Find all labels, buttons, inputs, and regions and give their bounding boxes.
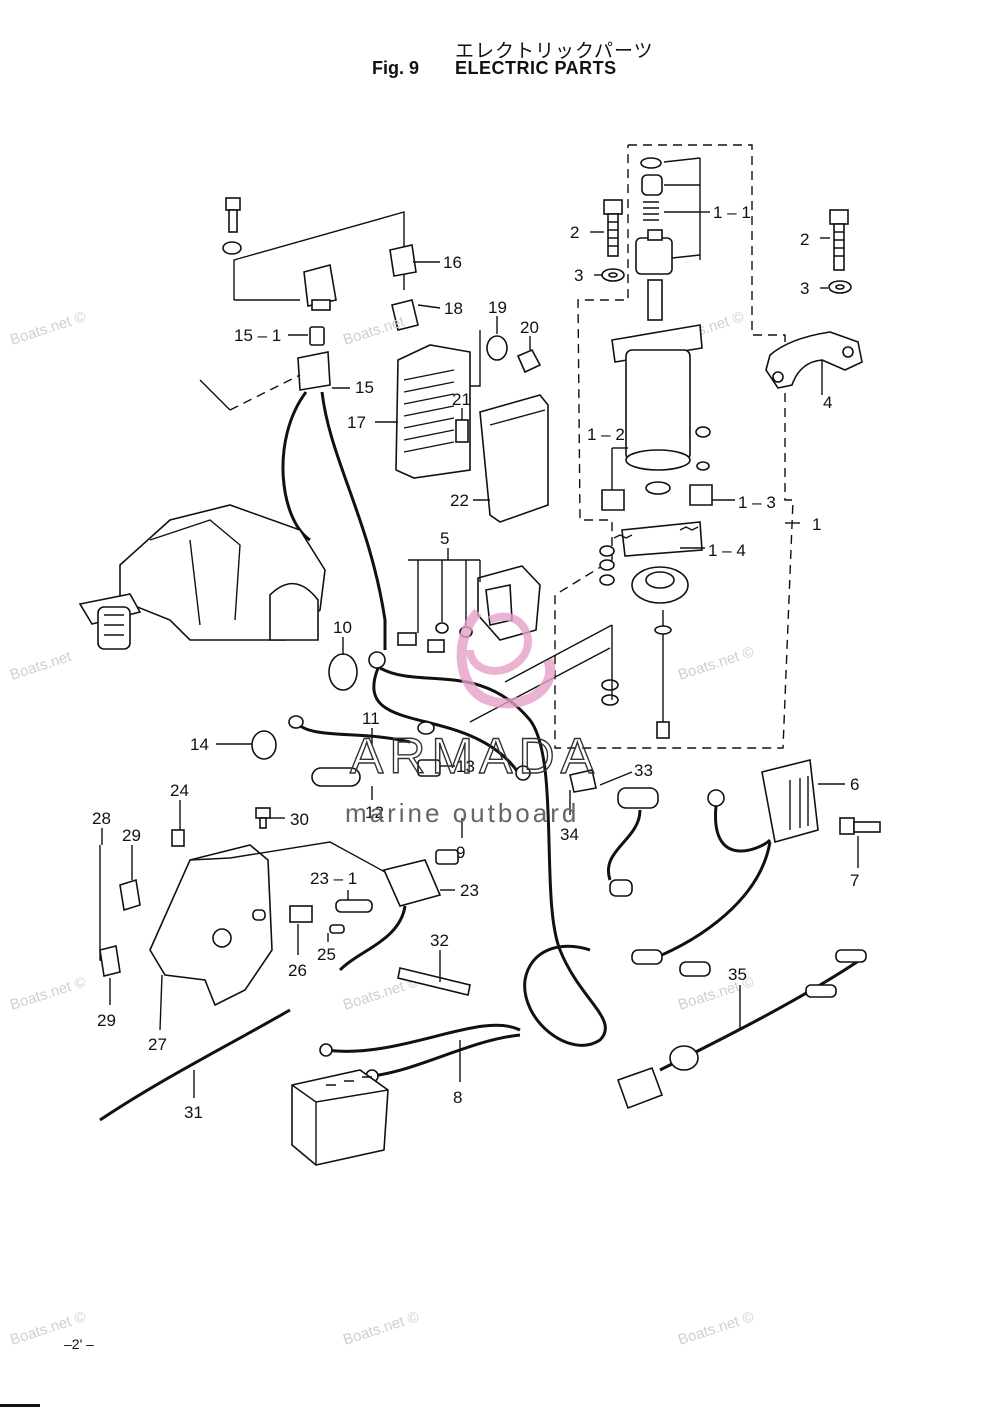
label-24: 24 (170, 781, 189, 800)
label-26: 26 (288, 961, 307, 980)
starter-motor-assembly-outline (554, 144, 800, 749)
label-34: 34 (560, 825, 579, 844)
label-4: 4 (823, 393, 832, 412)
label-1: 1 (812, 515, 821, 534)
label-1-1: 1 – 1 (713, 203, 751, 222)
bracket-27-group (99, 807, 459, 1007)
harness-35 (616, 949, 867, 1110)
label-18: 18 (444, 299, 463, 318)
label-7: 7 (850, 871, 859, 890)
battery-and-cables (99, 967, 521, 1166)
label-29: 29 (97, 1011, 116, 1030)
part-labels: 1 – 1 2 2 3 3 4 1 – 2 1 – 3 1 1 – 4 16 1… (92, 203, 859, 1122)
figure-number: Fig. 9 (372, 58, 420, 78)
label-8: 8 (453, 1088, 462, 1107)
label-32: 32 (430, 931, 449, 950)
label-21: 21 (452, 390, 471, 409)
label-1-2: 1 – 2 (587, 425, 625, 444)
watermark-boats: Boats.net © (676, 643, 756, 683)
label-2: 2 (800, 230, 809, 249)
label-33: 33 (634, 761, 653, 780)
watermark-boats: Boats.net © (676, 1308, 756, 1348)
label-22: 22 (450, 491, 469, 510)
title-japanese: エレクトリックパーツ (455, 40, 654, 62)
label-35: 35 (728, 965, 747, 984)
label-3: 3 (800, 279, 809, 298)
center-wiring-group (251, 565, 607, 1047)
label-25: 25 (317, 945, 336, 964)
watermark-boats: Boats.net (341, 313, 407, 349)
label-2: 2 (570, 223, 579, 242)
bolts-and-bracket (601, 199, 863, 389)
marine-outboard-wordmark: marine outboard (345, 798, 579, 828)
label-9: 9 (456, 843, 465, 862)
label-19: 19 (488, 298, 507, 317)
label-28: 28 (92, 809, 111, 828)
label-13: 13 (456, 757, 475, 776)
label-3: 3 (574, 266, 583, 285)
label-20: 20 (520, 318, 539, 337)
watermark-boats: Boats.net (8, 648, 74, 684)
label-5: 5 (440, 529, 449, 548)
label-30: 30 (290, 810, 309, 829)
label-16: 16 (443, 253, 462, 272)
armada-wordmark: ARMADA (350, 728, 600, 784)
label-10: 10 (333, 618, 352, 637)
relay-and-fuse-group (222, 197, 549, 650)
rectifier-and-switch-group (569, 759, 881, 977)
label-31: 31 (184, 1103, 203, 1122)
watermark-boats: Boats.net © (341, 1308, 421, 1348)
label-29: 29 (122, 826, 141, 845)
label-1-4: 1 – 4 (708, 541, 746, 560)
label-23: 23 (460, 881, 479, 900)
label-15-1: 15 – 1 (234, 326, 281, 345)
watermark-boats: Boats.net © (8, 308, 88, 348)
label-27: 27 (148, 1035, 167, 1054)
armada-logo-watermark: ARMADA marine outboard Boats.net (341, 313, 600, 828)
starter-motor (599, 157, 713, 739)
figure-title: ELECTRIC PARTS (455, 58, 617, 78)
label-11: 11 (362, 709, 380, 728)
label-23-1: 23 – 1 (310, 869, 357, 888)
page-number: –2' – (64, 1336, 94, 1352)
label-12: 12 (365, 803, 384, 822)
label-15: 15 (355, 378, 374, 397)
label-17: 17 (347, 413, 366, 432)
watermark-boats: Boats.net © (8, 973, 88, 1013)
scan-edge-mark (0, 1404, 40, 1407)
label-6: 6 (850, 775, 859, 794)
label-1-3: 1 – 3 (738, 493, 776, 512)
remote-control-housing (78, 374, 326, 650)
label-14: 14 (190, 735, 209, 754)
